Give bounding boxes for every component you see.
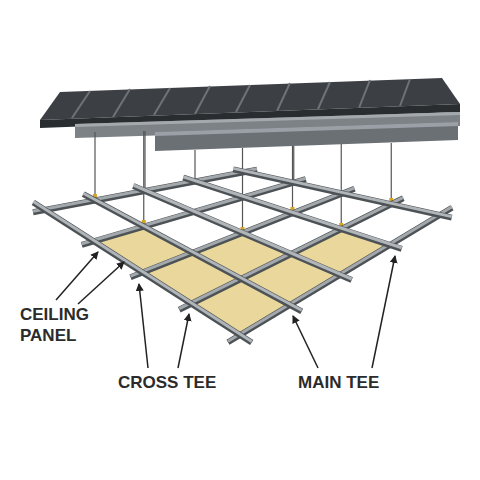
main-tee (33, 168, 451, 342)
hanger-wire (95, 131, 391, 233)
leader-line (56, 252, 395, 368)
part-label: CROSS TEE (118, 372, 216, 393)
part-label: MAIN TEE (298, 372, 379, 393)
part-label: CEILING PANEL (20, 304, 89, 346)
metal-deck (40, 78, 460, 151)
cross-tee (33, 169, 452, 343)
